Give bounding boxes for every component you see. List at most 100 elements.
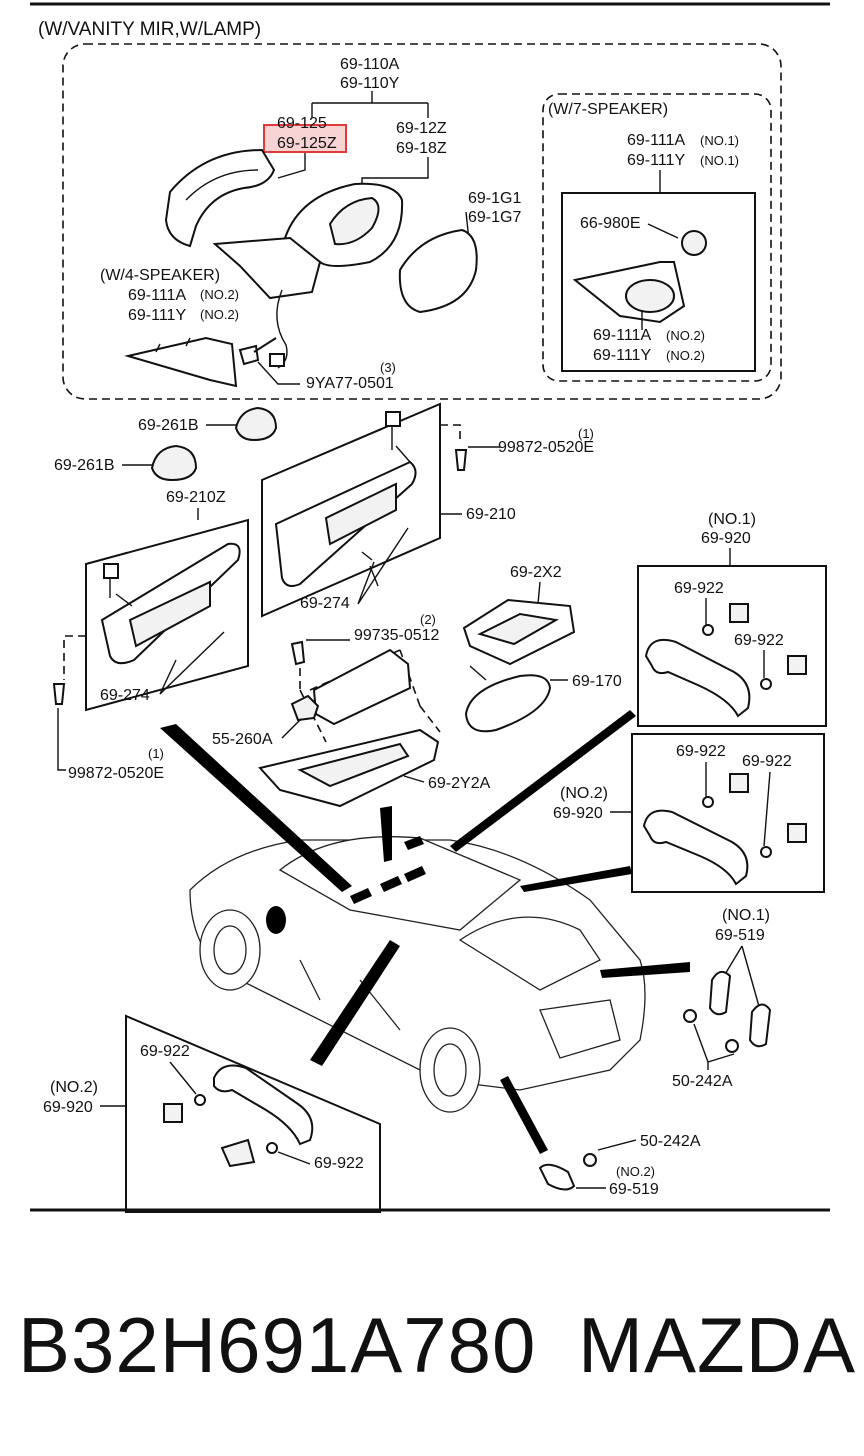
grip-box-no2-right	[631, 733, 825, 893]
speaker7-frame	[542, 93, 772, 382]
caption: B32H691A780 MAZDA	[0, 1290, 864, 1420]
pointer-grip-no2-right	[520, 866, 632, 892]
pointer-519-no1	[600, 962, 690, 978]
label-69-1G7: 69-1G7	[468, 209, 521, 226]
label-no1-920: (NO.1)	[708, 511, 756, 528]
leader-69-125	[277, 153, 306, 179]
pointer-519-no2	[500, 1076, 548, 1154]
label-69-210: 69-210	[466, 506, 516, 523]
label-no1-519: (NO.1)	[722, 907, 770, 924]
label-69-922-l2: 69-922	[314, 1155, 364, 1172]
screw-99872-bot	[52, 683, 66, 705]
speaker7-inner-box	[561, 192, 756, 372]
label-9YA77-0501: 9YA77-0501	[306, 375, 394, 392]
pointer-map-lamp	[450, 710, 636, 852]
label-69-519-no2: 69-519	[609, 1181, 659, 1198]
rear-view-mirror	[464, 674, 552, 733]
visor-box-right	[261, 402, 441, 618]
label-69-2X2: 69-2X2	[510, 564, 562, 581]
label-69-1G1: 69-1G1	[468, 190, 521, 207]
coat-hook-no1-a	[708, 970, 732, 1016]
assist-grip-no2-right	[642, 809, 749, 886]
label-69-519-no1: 69-519	[715, 927, 765, 944]
bracket-55-260A	[290, 694, 320, 722]
label-69-274-bot: 69-274	[100, 687, 150, 704]
leader-69-110	[311, 91, 429, 118]
label-69-125Z: 69-125Z	[277, 135, 337, 152]
pointer-grip-no2-left	[310, 940, 400, 1066]
label-no1-a: (NO.1)	[700, 133, 739, 148]
label-69-125: 69-125	[277, 115, 327, 132]
pointer-visor	[160, 724, 352, 892]
assist-grip-no2-left	[213, 1064, 314, 1146]
bolt-9YA77	[238, 337, 277, 366]
label-69-170: 69-170	[572, 673, 622, 690]
label-no2-a: (NO.2)	[200, 287, 239, 302]
label-no2-920-right: (NO.2)	[560, 785, 608, 802]
label-qty-1-top: (1)	[578, 426, 594, 441]
label-55-260A: 55-260A	[212, 731, 273, 748]
label-69-922-r2a: 69-922	[676, 743, 726, 760]
label-no2-519: (NO.2)	[616, 1164, 655, 1179]
label-no2-c: (NO.2)	[666, 328, 705, 343]
visor-holder-a	[234, 406, 278, 442]
label-qty-2: (2)	[420, 612, 436, 627]
make-name: MAZDA	[578, 1301, 856, 1389]
mirror-cover	[164, 148, 276, 248]
label-w4-speaker: (W/4-SPEAKER)	[100, 267, 220, 284]
lamp-housing	[312, 648, 412, 726]
label-69-111Y-no1: 69-111Y	[627, 152, 685, 169]
label-69-2Y2A: 69-2Y2A	[428, 775, 491, 792]
parts-diagram: (W/VANITY MIR,W/LAMP) 69-110A 69-110Y 69…	[30, 2, 830, 1213]
mirror-glass	[398, 228, 478, 314]
label-no1-b: (NO.1)	[700, 153, 739, 168]
pointer-console	[380, 806, 392, 862]
label-no2-b: (NO.2)	[200, 307, 239, 322]
label-69-111A-left: 69-111A	[128, 287, 186, 304]
label-69-12Z: 69-12Z	[396, 120, 447, 137]
coat-hook-no2	[538, 1163, 576, 1191]
pointer-roof-marks	[350, 836, 426, 904]
label-99735-0512: 99735-0512	[354, 627, 440, 644]
label-69-920-no2-right: 69-920	[553, 805, 603, 822]
coat-hook-no1-b	[748, 1003, 772, 1048]
label-50-242A-b: 50-242A	[640, 1133, 701, 1150]
visor-box-left	[85, 518, 249, 712]
label-99872-top: 99872-0520E	[498, 439, 594, 456]
grip-box-no2-left	[125, 1014, 381, 1213]
screw-99735	[290, 640, 306, 666]
section-header: (W/VANITY MIR,W/LAMP)	[38, 19, 261, 40]
label-66-980E: 66-980E	[580, 215, 641, 232]
label-69-274-top: 69-274	[300, 595, 350, 612]
label-69-111A-no1: 69-111A	[627, 132, 685, 149]
label-69-922-l1: 69-922	[140, 1043, 190, 1060]
tweeter-66-980E	[681, 230, 707, 256]
label-99872-bot: 99872-0520E	[68, 765, 164, 782]
label-69-922-r1b: 69-922	[734, 632, 784, 649]
grip-box-no1	[637, 565, 827, 727]
label-69-111A-right: 69-111A	[593, 327, 651, 344]
label-69-261B-b: 69-261B	[54, 457, 115, 474]
label-qty-3: (3)	[380, 360, 396, 375]
label-69-920-no1: 69-920	[701, 530, 751, 547]
visor-holder-b	[150, 444, 198, 482]
label-69-922-r1a: 69-922	[674, 580, 724, 597]
label-69-111Y-right: 69-111Y	[593, 347, 651, 364]
label-69-18Z: 69-18Z	[396, 140, 447, 157]
assist-grip-no1	[644, 638, 751, 718]
mirror-group-frame	[62, 43, 782, 400]
label-qty-1-bot: (1)	[148, 746, 164, 761]
speaker-trim-4	[124, 336, 238, 388]
highlight-69-125Z	[263, 124, 347, 153]
label-no2-d: (NO.2)	[666, 348, 705, 363]
label-50-242A-a: 50-242A	[672, 1073, 733, 1090]
label-69-922-r2b: 69-922	[742, 753, 792, 770]
label-w7-speaker: (W/7-SPEAKER)	[548, 101, 668, 118]
label-69-261B-a: 69-261B	[138, 417, 199, 434]
label-69-110Y: 69-110Y	[340, 75, 400, 92]
label-69-111Y-left: 69-111Y	[128, 307, 186, 324]
pointer-mirror-mark	[266, 906, 286, 934]
speaker-grille	[625, 279, 675, 313]
label-69-210Z: 69-210Z	[166, 489, 226, 506]
label-no2-920-left: (NO.2)	[50, 1079, 98, 1096]
